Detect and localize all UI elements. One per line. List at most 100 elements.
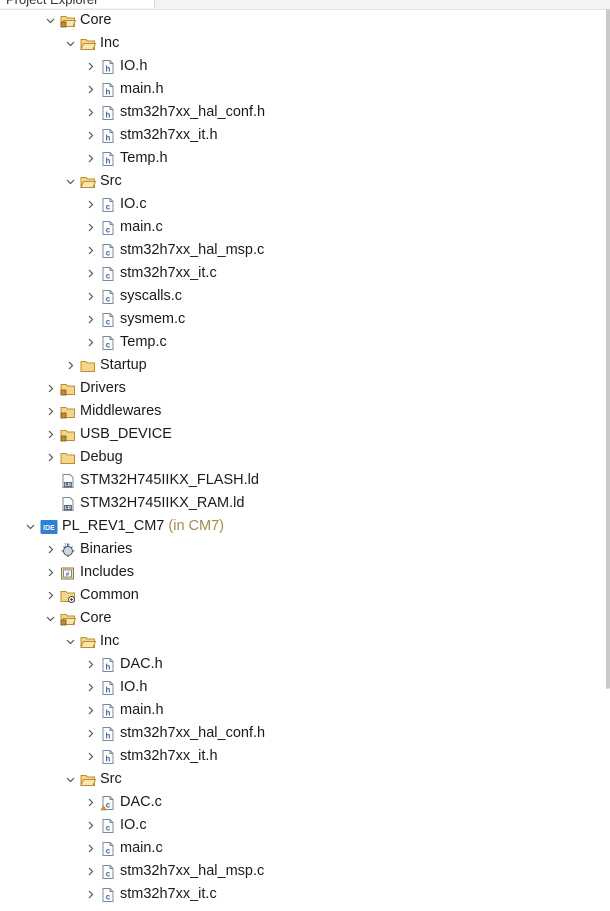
chevron-down-icon[interactable]	[64, 170, 78, 193]
chevron-down-icon[interactable]	[64, 630, 78, 653]
chevron-right-icon[interactable]	[64, 354, 78, 377]
chevron-right-icon[interactable]	[84, 699, 98, 722]
svg-text:c: c	[106, 847, 111, 856]
tree-item-drivers[interactable]: Drivers	[0, 377, 600, 400]
chevron-right-icon[interactable]	[84, 193, 98, 216]
chevron-right-icon[interactable]	[44, 423, 58, 446]
chevron-right-icon[interactable]	[44, 561, 58, 584]
tree-item-src[interactable]: Src	[0, 768, 600, 791]
linker-script-icon: LD	[60, 473, 76, 489]
vertical-scrollbar[interactable]	[606, 9, 610, 689]
chevron-right-icon[interactable]	[84, 837, 98, 860]
tree-item-usb-device[interactable]: USB_DEVICE	[0, 423, 600, 446]
tree-item-stm32h7xx-it-h[interactable]: h stm32h7xx_it.h	[0, 745, 600, 768]
c-file-icon: c	[100, 887, 116, 903]
chevron-right-icon[interactable]	[44, 377, 58, 400]
svg-text:#: #	[66, 572, 70, 578]
tree-item-common[interactable]: Common	[0, 584, 600, 607]
chevron-right-icon[interactable]	[84, 860, 98, 883]
chevron-down-icon[interactable]	[44, 9, 58, 32]
chevron-right-icon[interactable]	[84, 147, 98, 170]
svg-text:h: h	[106, 755, 111, 764]
tree-item-label: main.h	[120, 699, 164, 722]
tree-item-debug[interactable]: Debug	[0, 446, 600, 469]
chevron-down-icon[interactable]	[64, 32, 78, 55]
tree-item-text: STM32H745IIKX_RAM.ld	[80, 495, 245, 511]
tree-item-label: STM32H745IIKX_RAM.ld	[80, 492, 244, 515]
tree-item-text: main.c	[120, 219, 163, 235]
tree-item-text: main.c	[120, 840, 163, 856]
chevron-right-icon[interactable]	[84, 722, 98, 745]
svg-text:c: c	[106, 824, 111, 833]
tab-project-explorer[interactable]: Project Explorer	[0, 0, 155, 8]
tree-item-main-c[interactable]: c main.c	[0, 837, 600, 860]
chevron-right-icon[interactable]	[84, 55, 98, 78]
chevron-right-icon[interactable]	[84, 653, 98, 676]
open-folder-icon	[80, 174, 97, 190]
svg-text:c: c	[106, 341, 111, 350]
chevron-right-icon[interactable]	[44, 446, 58, 469]
chevron-right-icon[interactable]	[84, 239, 98, 262]
tree-item-inc[interactable]: Inc	[0, 630, 600, 653]
svg-text:c: c	[106, 295, 111, 304]
tree-item-text: IO.h	[120, 58, 148, 74]
chevron-right-icon[interactable]	[84, 101, 98, 124]
chevron-down-icon[interactable]	[64, 768, 78, 791]
chevron-right-icon[interactable]	[84, 216, 98, 239]
chevron-right-icon[interactable]	[84, 676, 98, 699]
chevron-right-icon[interactable]	[84, 745, 98, 768]
includes-icon: #	[60, 565, 76, 581]
chevron-right-icon[interactable]	[84, 308, 98, 331]
chevron-right-icon[interactable]	[84, 883, 98, 906]
chevron-right-icon[interactable]	[84, 262, 98, 285]
tree-item-startup[interactable]: Startup	[0, 354, 600, 377]
tree-item-label: Common	[80, 584, 139, 607]
chevron-right-icon[interactable]	[84, 814, 98, 837]
chevron-right-icon[interactable]	[44, 538, 58, 561]
chevron-right-icon[interactable]	[84, 78, 98, 101]
folder-icon	[80, 358, 96, 374]
c-file-icon: c	[100, 197, 116, 213]
svg-text:10: 10	[64, 543, 70, 549]
chevron-right-icon[interactable]	[84, 331, 98, 354]
tree-item-text: stm32h7xx_it.h	[120, 748, 218, 764]
tree-item-src[interactable]: Src	[0, 170, 600, 193]
tree-item-core[interactable]: Core	[0, 9, 600, 32]
tree-item-inc[interactable]: Inc	[0, 32, 600, 55]
chevron-right-icon[interactable]	[84, 124, 98, 147]
chevron-right-icon[interactable]	[84, 285, 98, 308]
tree-item-core[interactable]: Core	[0, 607, 600, 630]
chevron-right-icon[interactable]	[44, 400, 58, 423]
tree-item-includes[interactable]: #Includes	[0, 561, 600, 584]
tree-item-middlewares[interactable]: Middlewares	[0, 400, 600, 423]
chevron-down-icon[interactable]	[24, 515, 38, 538]
chevron-down-icon[interactable]	[44, 607, 58, 630]
tree-item-text: stm32h7xx_it.c	[120, 265, 217, 281]
chevron-right-icon[interactable]	[44, 584, 58, 607]
chevron-right-icon[interactable]	[84, 791, 98, 814]
